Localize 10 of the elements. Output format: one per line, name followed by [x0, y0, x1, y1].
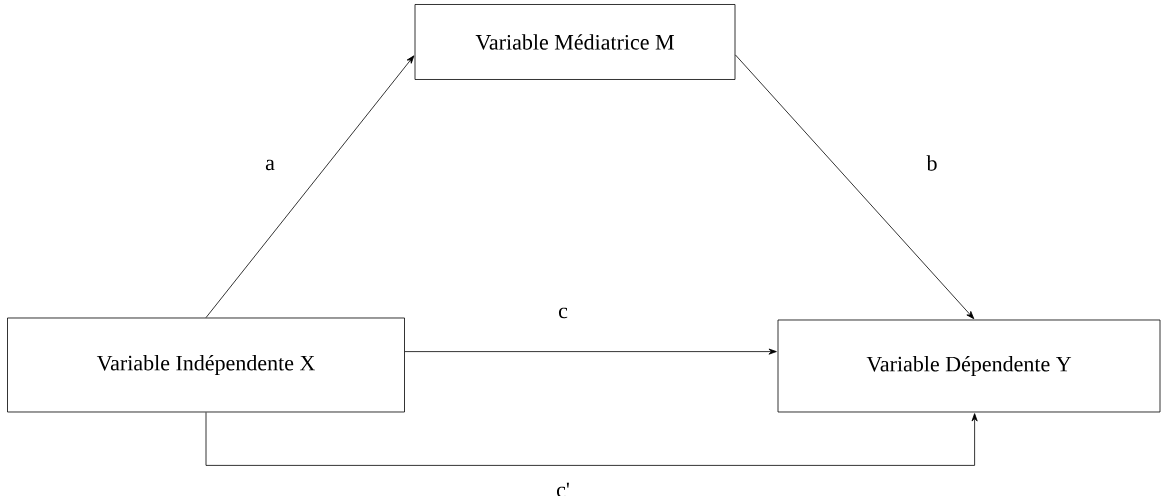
edge-label: c: [556, 305, 570, 321]
arrow: [205, 412, 978, 466]
variable-box: Variable Dépendente Y: [777, 319, 1161, 413]
edge-label: a: [263, 157, 277, 173]
variable-box: Variable Indépendente X: [7, 317, 405, 413]
edge-label: b: [924, 153, 940, 173]
arrow: [205, 55, 415, 318]
arrow: [404, 348, 777, 355]
variable-box: Variable Médiatrice M: [414, 4, 736, 80]
arrow: [735, 54, 975, 320]
